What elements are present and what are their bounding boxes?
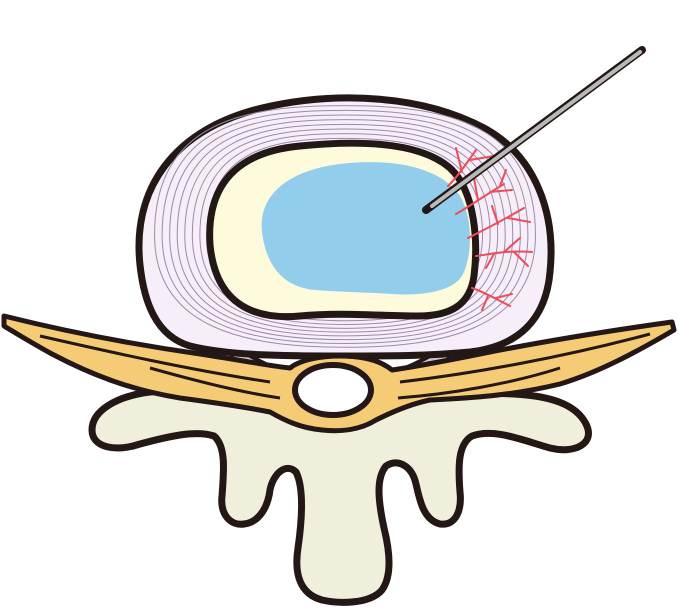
annular-fissures xyxy=(447,147,533,311)
lamella-ring xyxy=(176,119,514,337)
intervertebral-disc xyxy=(135,94,555,360)
nucleus-pulposus-inner xyxy=(261,162,470,295)
nerve-band-lower-line-right xyxy=(397,366,561,400)
nerve-band-inner-line-right xyxy=(399,332,651,384)
lamella-ring xyxy=(184,123,506,333)
lamella-ring xyxy=(154,105,536,348)
annulus-lamellae xyxy=(154,105,536,348)
fissure-3 xyxy=(467,205,531,239)
needle-shaft-fill xyxy=(430,50,642,208)
spinal-canal xyxy=(292,362,374,418)
fissure-4 xyxy=(475,237,533,269)
lamella-ring xyxy=(169,114,521,341)
fissure-1 xyxy=(447,147,495,187)
nerve-band xyxy=(1,313,677,434)
lamella-ring xyxy=(191,128,499,329)
nerve-band-inner-line-left xyxy=(39,334,271,384)
lamella-ring xyxy=(161,109,529,344)
nerve-band-lower-line-left xyxy=(149,366,281,400)
fissure-2 xyxy=(455,169,513,215)
needle-icon xyxy=(422,46,646,214)
fissure-5 xyxy=(471,287,513,311)
